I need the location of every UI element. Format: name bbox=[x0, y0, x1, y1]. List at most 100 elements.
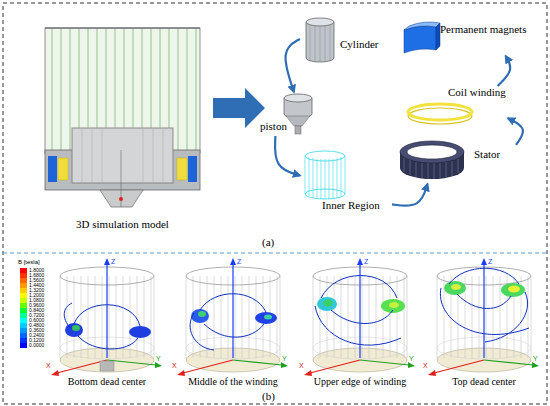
flow-arrow bbox=[392, 184, 428, 206]
field-snapshot bbox=[428, 258, 539, 376]
part-box: Inner Region bbox=[300, 150, 392, 214]
node-label: Upper edge of winding bbox=[301, 376, 419, 387]
axis-label: Y bbox=[156, 355, 161, 363]
axis-label: Z bbox=[237, 258, 241, 266]
piston-part bbox=[286, 116, 310, 126]
cylinder-part bbox=[310, 25, 330, 62]
simulation-model-illustration bbox=[72, 128, 173, 183]
legend-swatch bbox=[20, 343, 27, 348]
node-label: 3D simulation model bbox=[30, 218, 215, 230]
field-snapshot bbox=[72, 325, 80, 331]
simulation-model-illustration bbox=[45, 28, 200, 207]
simulation-model-illustration bbox=[100, 190, 143, 207]
simulation-model-illustration bbox=[48, 156, 57, 182]
field-snapshot bbox=[501, 283, 525, 297]
axis-label: X bbox=[46, 362, 51, 370]
part-box: Permanent magnets bbox=[400, 16, 532, 56]
flow-arrow bbox=[275, 136, 300, 176]
block-arrow bbox=[213, 88, 265, 128]
field-snapshot bbox=[51, 258, 162, 376]
stator-part bbox=[400, 141, 464, 163]
inner-region-part bbox=[305, 151, 345, 199]
field-snapshot bbox=[451, 284, 461, 290]
field-snapshot bbox=[264, 315, 272, 320]
legend-value: 0.0000 bbox=[29, 343, 44, 348]
colorbar-legend: 1.80001.68001.56001.44001.32001.20001.08… bbox=[20, 268, 52, 348]
field-snapshot bbox=[315, 276, 401, 346]
node-label: Coil winding bbox=[448, 86, 508, 98]
axis-label: Y bbox=[409, 355, 414, 363]
panel-label: (b) bbox=[262, 390, 275, 402]
snapshot-box: Middle of the winding bbox=[174, 258, 292, 390]
simulation-model-illustration bbox=[82, 128, 163, 183]
magnet-part bbox=[404, 22, 440, 53]
node-label: Top dead center bbox=[425, 376, 543, 387]
node-label: Middle of the winding bbox=[174, 376, 292, 387]
piston-part bbox=[284, 94, 312, 102]
panel-label: (a) bbox=[262, 236, 274, 248]
inner-region-part bbox=[305, 156, 345, 199]
part-box: piston bbox=[258, 92, 316, 136]
node-label: piston bbox=[260, 120, 292, 132]
field-snapshot bbox=[255, 312, 277, 324]
simulation-model-illustration bbox=[45, 28, 200, 29]
field-snapshot bbox=[508, 286, 520, 293]
field-snapshot bbox=[304, 258, 415, 376]
field-snapshot bbox=[51, 258, 162, 376]
node-label: Stator bbox=[474, 148, 514, 160]
piston-part bbox=[284, 94, 312, 134]
field-snapshot bbox=[323, 300, 333, 307]
field-snapshot bbox=[129, 326, 151, 338]
cylinder-part bbox=[306, 22, 334, 62]
field-snapshot bbox=[440, 268, 529, 342]
field-snapshot bbox=[177, 258, 288, 376]
flow-arrow bbox=[508, 118, 523, 145]
field-snapshot bbox=[381, 299, 405, 313]
field-snapshot bbox=[100, 361, 114, 371]
axis-label: X bbox=[423, 362, 428, 370]
field-snapshot bbox=[198, 311, 206, 317]
colorbar-title: B [tesla] bbox=[18, 259, 40, 266]
field-snapshot bbox=[191, 309, 209, 323]
simulation-model-illustration bbox=[58, 158, 68, 180]
axis-label: Z bbox=[488, 258, 492, 266]
axis-label: Y bbox=[533, 355, 538, 363]
stator-part bbox=[404, 158, 458, 179]
snapshot-box: Bottom dead center bbox=[48, 258, 166, 390]
stator-part bbox=[400, 141, 464, 179]
field-snapshot bbox=[428, 258, 539, 376]
flow-arrow bbox=[286, 39, 300, 92]
simulation-model-illustration bbox=[188, 156, 197, 182]
node-label: Bottom dead center bbox=[48, 376, 166, 387]
snapshot-box: Upper edge of winding bbox=[301, 258, 419, 390]
field-snapshot bbox=[304, 258, 415, 376]
panel-separator bbox=[3, 252, 547, 253]
stator-part bbox=[407, 145, 457, 159]
cylinder-part bbox=[306, 18, 334, 26]
magnet-part bbox=[436, 23, 440, 50]
model-view: 3D simulation model bbox=[30, 22, 215, 232]
field-snapshot bbox=[389, 302, 399, 308]
node-label: Inner Region bbox=[322, 199, 392, 211]
field-snapshot bbox=[444, 281, 466, 295]
node-label: Cylinder bbox=[340, 38, 388, 50]
simulation-model-illustration bbox=[119, 197, 123, 201]
magnet-part bbox=[404, 26, 436, 53]
snapshot-box: Top dead center bbox=[425, 258, 543, 390]
axis-label: X bbox=[299, 362, 304, 370]
field-snapshot bbox=[64, 303, 140, 349]
field-snapshot bbox=[177, 258, 288, 376]
axis-label: Z bbox=[111, 258, 115, 266]
axis-label: X bbox=[172, 362, 177, 370]
part-box: Cylinder bbox=[300, 14, 388, 64]
coil-winding-part bbox=[408, 108, 472, 124]
part-box: Coil winding bbox=[404, 86, 508, 124]
magnet-part bbox=[404, 22, 440, 30]
cylinder-part bbox=[306, 18, 334, 62]
coil-winding-part bbox=[408, 104, 472, 120]
piston-part bbox=[295, 126, 301, 134]
legend-row: 0.0000 bbox=[20, 343, 52, 348]
